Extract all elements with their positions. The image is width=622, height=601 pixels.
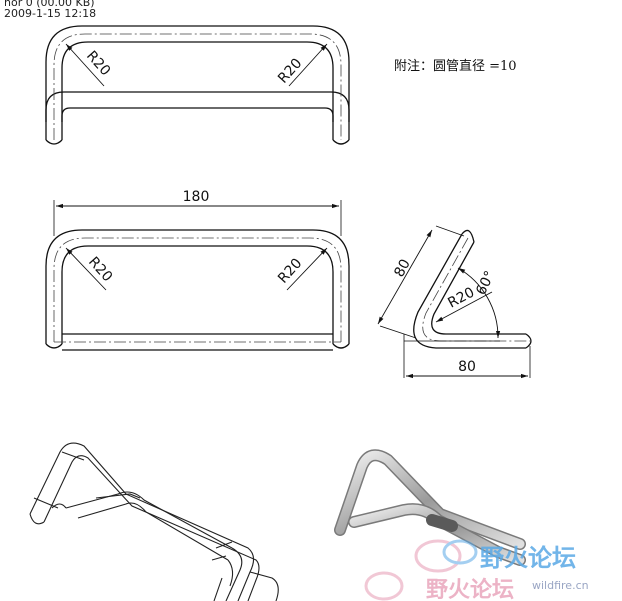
side-view [377, 225, 532, 379]
watermark-url: wildfire.cn [532, 579, 589, 592]
height-dimension-label: 80 [391, 257, 413, 280]
angle-label: 60° [473, 268, 498, 297]
top-view-radius-right-label: R20 [275, 55, 305, 86]
top-view-radius-left-label: R20 [83, 48, 113, 79]
isometric-wireframe-view [29, 442, 279, 601]
base-dimension-label: 80 [458, 359, 476, 375]
top-view-inner-contour [61, 41, 334, 140]
timestamp: 2009-1-15 12:18 [4, 7, 97, 20]
isometric-shaded-view [334, 449, 526, 566]
front-view-radius-left-label: R20 [85, 254, 115, 285]
front-view-radius-right-label: R20 [275, 255, 305, 286]
angle-arc [457, 267, 501, 339]
side-view-inner-contour [431, 241, 526, 335]
side-radius-label: R20 [445, 284, 477, 311]
top-view [45, 25, 350, 145]
watermark-text-secondary: 野火论坛 [426, 578, 515, 601]
tube-diameter-note: 附注：圆管直径 =10 [394, 59, 517, 74]
top-view-outer-contour [45, 25, 350, 140]
height-dimension-line [377, 229, 433, 325]
width-dimension-label: 180 [183, 189, 210, 205]
top-view-crossbar [45, 91, 350, 122]
front-view-outer-contour [45, 229, 350, 344]
file-info-line: nor 0 (00.00 KB) [4, 0, 95, 9]
forum-watermark-logo [364, 539, 478, 601]
front-view [45, 200, 350, 351]
watermark-text-primary: 野火论坛 [480, 544, 576, 572]
front-view-inner-contour [61, 245, 334, 344]
